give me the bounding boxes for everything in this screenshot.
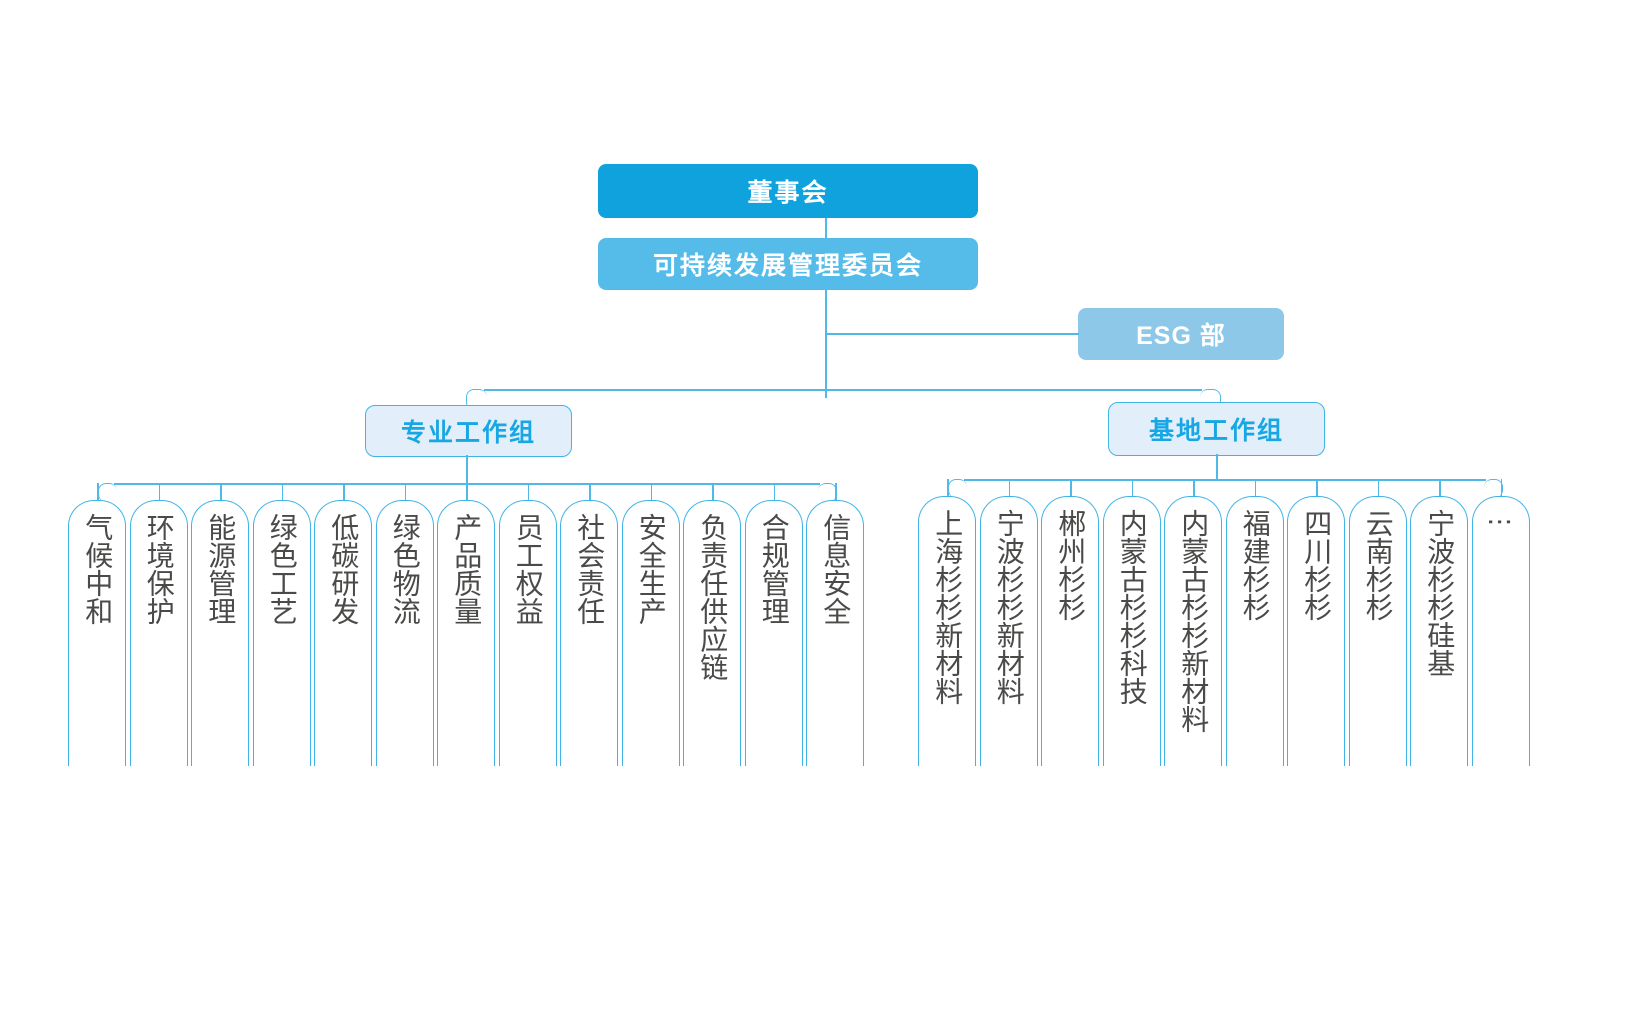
connector-trunk-to-esg xyxy=(825,333,1079,335)
leaf-label: 福建杉杉 xyxy=(1238,509,1272,621)
base-item-2[interactable]: 宁波杉杉新材料 xyxy=(979,496,1038,766)
connector-leaf-drop xyxy=(220,483,222,500)
leaf-label: 安全生产 xyxy=(634,513,668,625)
connector-leaf-drop xyxy=(1316,479,1318,496)
connector-board-to-committee xyxy=(825,218,827,239)
connector-leaf-drop xyxy=(947,479,949,496)
connector-right-bus-corner-right xyxy=(1484,479,1503,498)
base-item-4[interactable]: 内蒙古杉杉科技 xyxy=(1102,496,1161,766)
leaf-label: 宁波杉杉新材料 xyxy=(992,509,1026,705)
connector-leaf-drop xyxy=(404,483,407,500)
professional-item-8[interactable]: 员工权益 xyxy=(498,500,557,766)
leaf-label: 内蒙古杉杉新材料 xyxy=(1177,509,1211,733)
node-professional-working-group[interactable]: 专业工作组 xyxy=(365,405,572,457)
connector-right-bus xyxy=(964,479,1486,481)
node-esg-department[interactable]: ESG 部 xyxy=(1078,308,1284,360)
leaf-label: 低碳研发 xyxy=(327,513,361,625)
connector-leaf-drop xyxy=(97,483,99,500)
leaf-label: 负责任供应链 xyxy=(696,513,730,681)
leaf-label: 四川杉杉 xyxy=(1300,509,1334,621)
leaf-label: 环境保护 xyxy=(142,513,176,625)
base-item-5[interactable]: 内蒙古杉杉新材料 xyxy=(1164,496,1222,766)
connector-leaf-drop xyxy=(1131,479,1134,496)
connector-leaf-drop xyxy=(158,483,161,500)
base-item-3[interactable]: 郴州杉杉 xyxy=(1041,496,1099,766)
base-item-1[interactable]: 上海杉杉新材料 xyxy=(918,496,976,766)
leaf-label: 员工权益 xyxy=(511,513,545,625)
professional-item-1[interactable]: 气候中和 xyxy=(68,500,126,766)
connector-leaf-drop xyxy=(650,483,653,500)
node-base-working-group[interactable]: 基地工作组 xyxy=(1108,402,1325,456)
leaf-label: 绿色物流 xyxy=(388,513,422,625)
professional-item-2[interactable]: 环境保护 xyxy=(129,500,188,766)
connector-professional-stem xyxy=(466,455,468,484)
connector-leaf-drop xyxy=(773,483,776,500)
base-item-9[interactable]: 宁波杉杉硅基 xyxy=(1410,496,1468,766)
connector-leaf-drop xyxy=(1500,479,1503,496)
professional-item-11[interactable]: 负责任供应链 xyxy=(683,500,741,766)
connector-bus-right-corner xyxy=(1200,389,1221,410)
node-sustainability-committee[interactable]: 可持续发展管理委员会 xyxy=(598,238,978,290)
professional-item-9[interactable]: 社会责任 xyxy=(560,500,618,766)
professional-item-12[interactable]: 合规管理 xyxy=(744,500,803,766)
leaf-label: 气候中和 xyxy=(81,513,115,625)
professional-item-4[interactable]: 绿色工艺 xyxy=(252,500,311,766)
leaf-label: 社会责任 xyxy=(573,513,607,625)
base-item-6[interactable]: 福建杉杉 xyxy=(1225,496,1284,766)
connector-leaf-drop xyxy=(712,483,714,500)
connector-leaf-drop xyxy=(835,483,837,500)
ellipsis-icon: ⋮ xyxy=(1485,509,1516,541)
connector-leaf-drop xyxy=(466,483,468,500)
professional-item-10[interactable]: 安全生产 xyxy=(621,500,680,766)
connector-bus-groups xyxy=(484,389,1202,391)
professional-item-5[interactable]: 低碳研发 xyxy=(314,500,372,766)
base-item-7[interactable]: 四川杉杉 xyxy=(1287,496,1345,766)
leaf-label: 上海杉杉新材料 xyxy=(931,509,965,705)
connector-bus-left-corner xyxy=(466,389,487,410)
base-item-8[interactable]: 云南杉杉 xyxy=(1348,496,1407,766)
leaf-label: 郴州杉杉 xyxy=(1054,509,1088,621)
professional-item-6[interactable]: 绿色物流 xyxy=(375,500,434,766)
leaf-label: 绿色工艺 xyxy=(265,513,299,625)
leaf-label: 产品质量 xyxy=(450,513,484,625)
leaf-label: 合规管理 xyxy=(757,513,791,625)
professional-item-3[interactable]: 能源管理 xyxy=(191,500,249,766)
professional-item-7[interactable]: 产品质量 xyxy=(437,500,495,766)
connector-leaf-drop xyxy=(1193,479,1195,496)
connector-committee-trunk xyxy=(825,290,827,398)
connector-leaf-drop xyxy=(1008,479,1011,496)
base-item-10[interactable]: ⋮ xyxy=(1471,496,1530,766)
node-board-of-directors[interactable]: 董事会 xyxy=(598,164,978,218)
leaf-label: 宁波杉杉硅基 xyxy=(1423,509,1457,677)
connector-leaf-drop xyxy=(281,483,284,500)
connector-leaf-drop xyxy=(343,483,345,500)
connector-base-stem xyxy=(1216,454,1218,479)
connector-leaf-drop xyxy=(527,483,530,500)
leaf-label: 内蒙古杉杉科技 xyxy=(1115,509,1149,705)
connector-leaf-drop xyxy=(1070,479,1072,496)
connector-leaf-drop xyxy=(1439,479,1441,496)
connector-leaf-drop xyxy=(589,483,591,500)
leaf-label: 能源管理 xyxy=(204,513,238,625)
leaf-label: 信息安全 xyxy=(819,513,853,625)
leaf-label: 云南杉杉 xyxy=(1361,509,1395,621)
professional-item-13[interactable]: 信息安全 xyxy=(806,500,864,766)
connector-leaf-drop xyxy=(1377,479,1380,496)
connector-leaf-drop xyxy=(1254,479,1257,496)
